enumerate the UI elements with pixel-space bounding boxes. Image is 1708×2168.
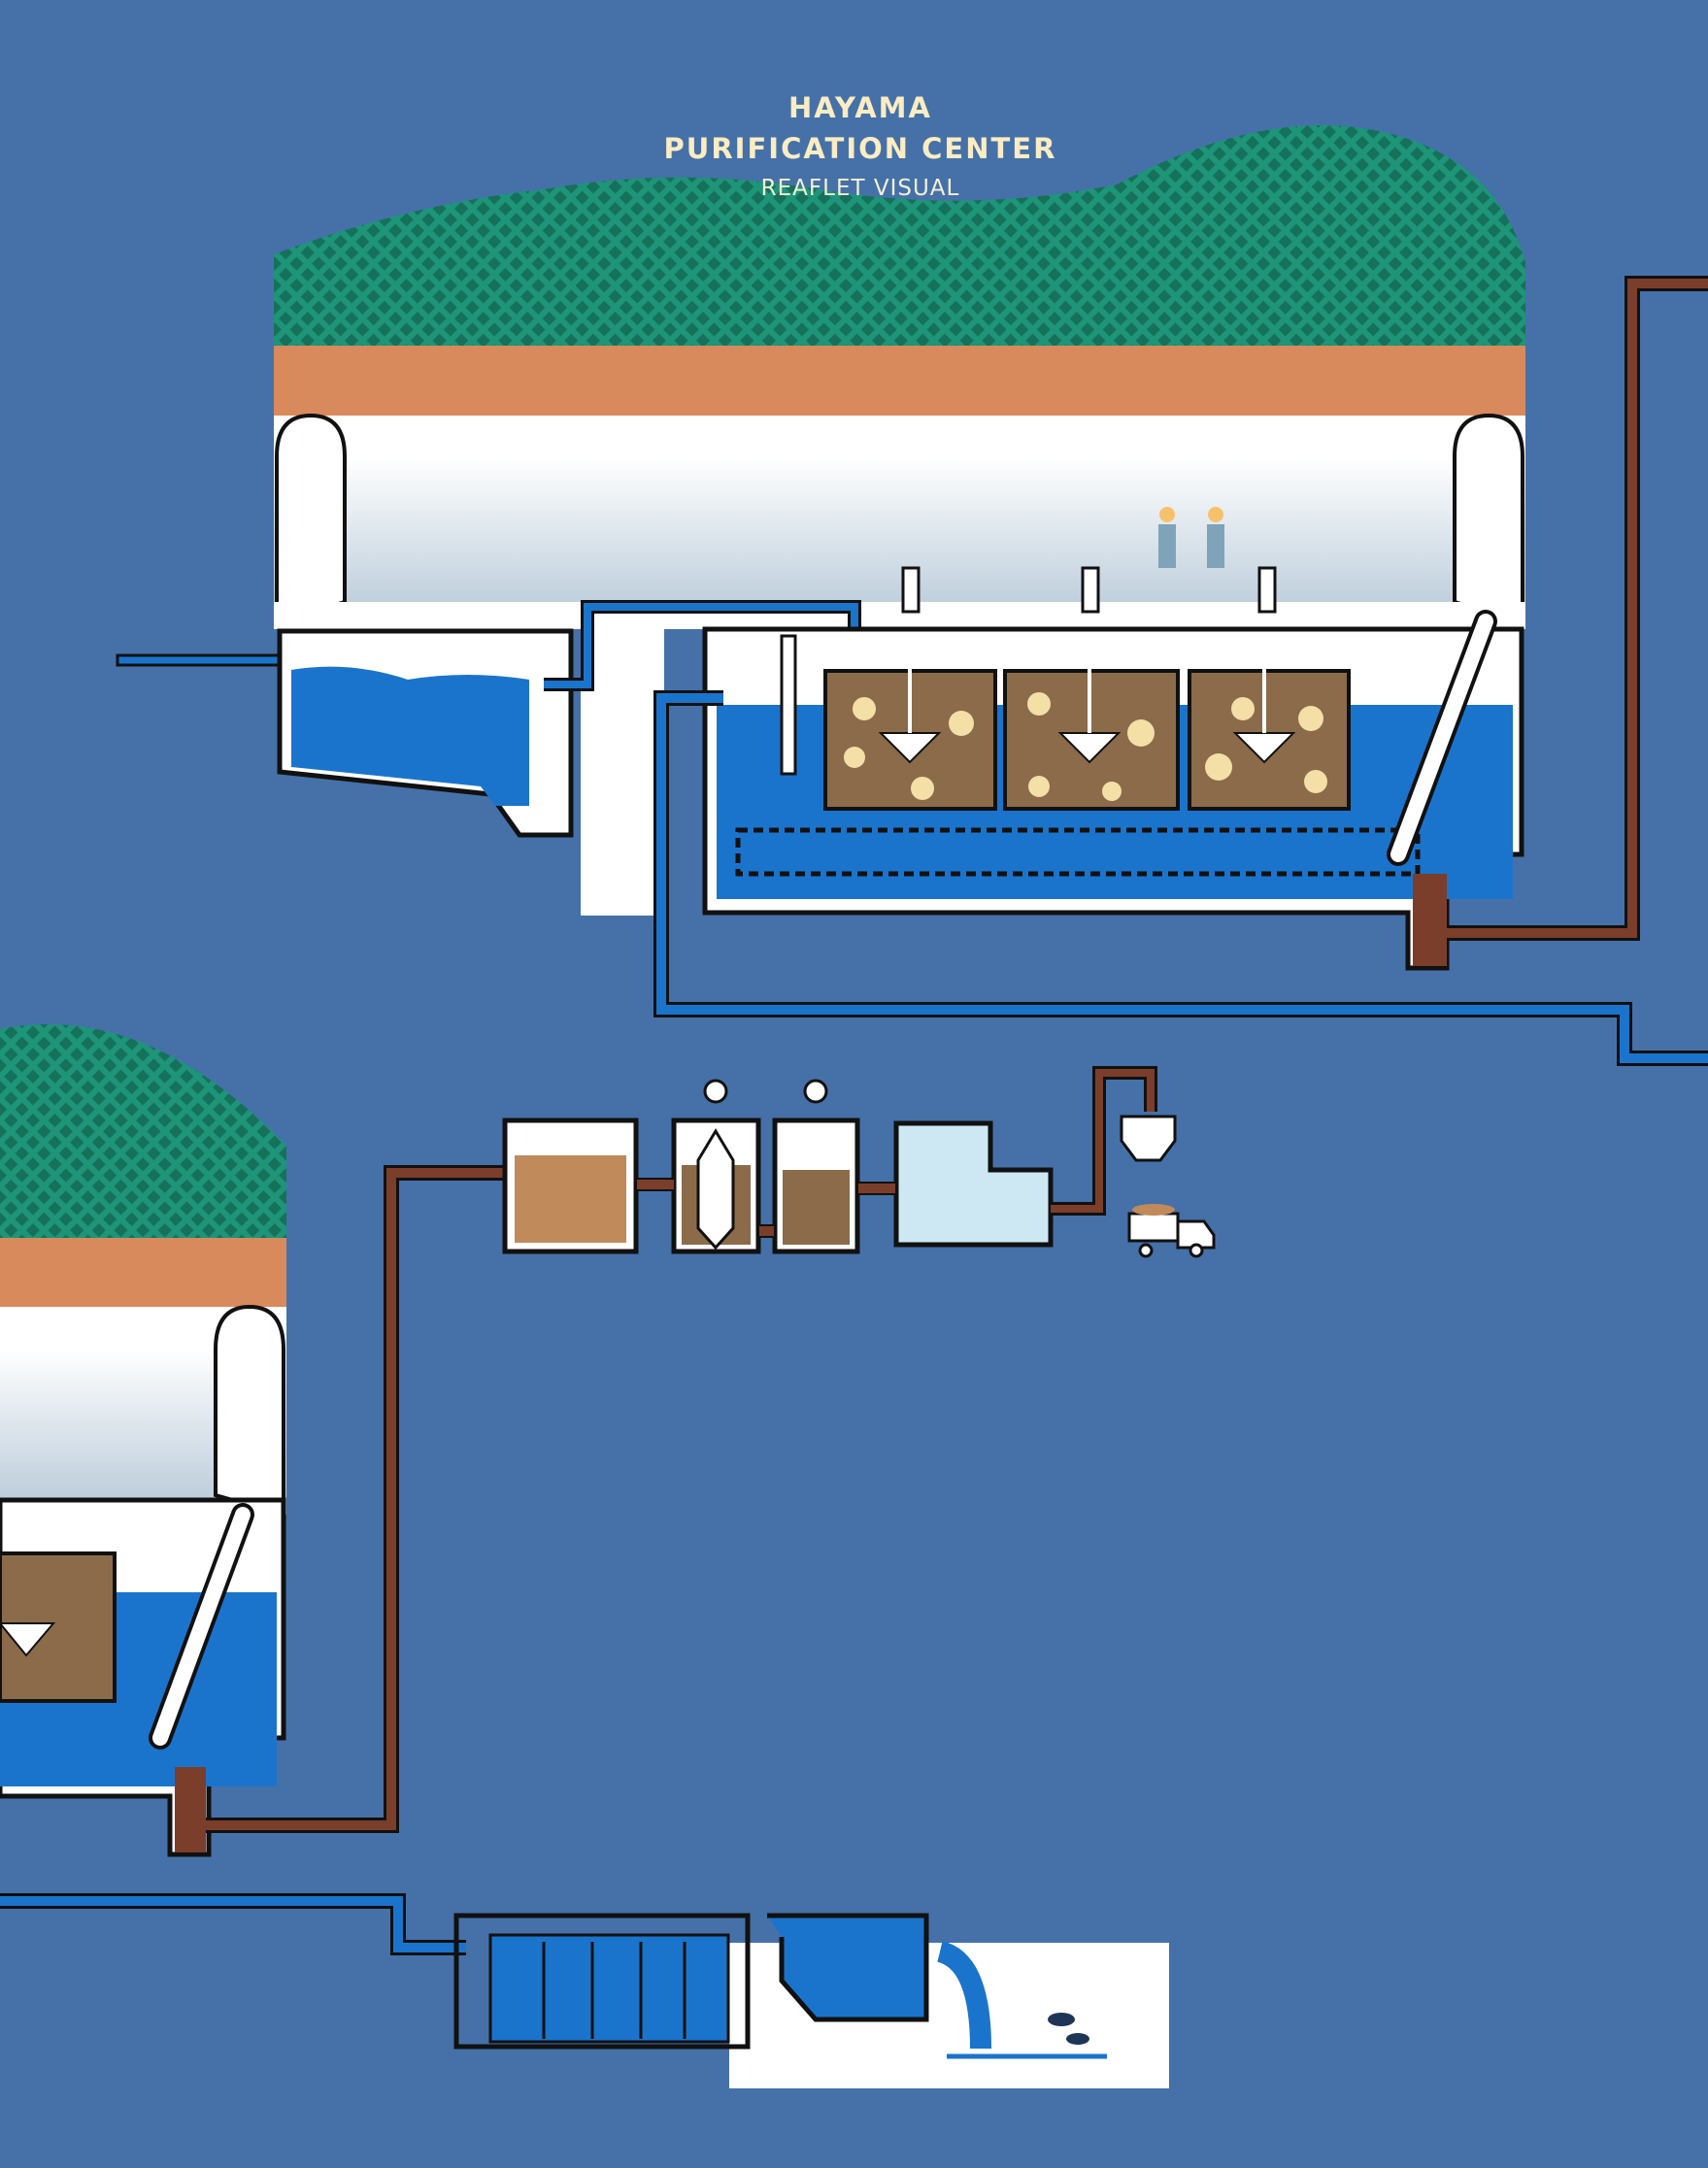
outfall-water — [936, 1941, 991, 2050]
fish-icon — [1048, 2013, 1089, 2045]
soil-layer — [274, 346, 1525, 416]
chlorine-tank — [767, 1913, 929, 2022]
title-line-2: PURIFICATION CENTER — [663, 132, 1057, 165]
sludge-processing — [502, 1066, 1216, 1258]
dump-truck-icon — [1127, 1204, 1216, 1258]
aeration-basins — [823, 641, 1351, 811]
hopper-icon — [1120, 1115, 1177, 1162]
title-line-1: HAYAMA — [788, 91, 932, 124]
sludge-collector-chain — [735, 827, 1421, 877]
hill — [274, 125, 1525, 346]
inlet-pipe — [116, 653, 292, 667]
sand-filter-tank — [453, 1913, 751, 2050]
disinfection-discharge — [0, 1893, 1169, 2088]
top-facility — [116, 125, 1525, 971]
workers — [1158, 507, 1224, 568]
soil-layer — [0, 1238, 286, 1307]
subtitle: REAFLET VISUAL — [760, 176, 960, 201]
center-gap — [581, 622, 664, 916]
dewatering-unit — [893, 1120, 1054, 1248]
left-facility — [0, 1024, 286, 1857]
tunnel — [274, 416, 1525, 622]
hill — [0, 1024, 286, 1238]
